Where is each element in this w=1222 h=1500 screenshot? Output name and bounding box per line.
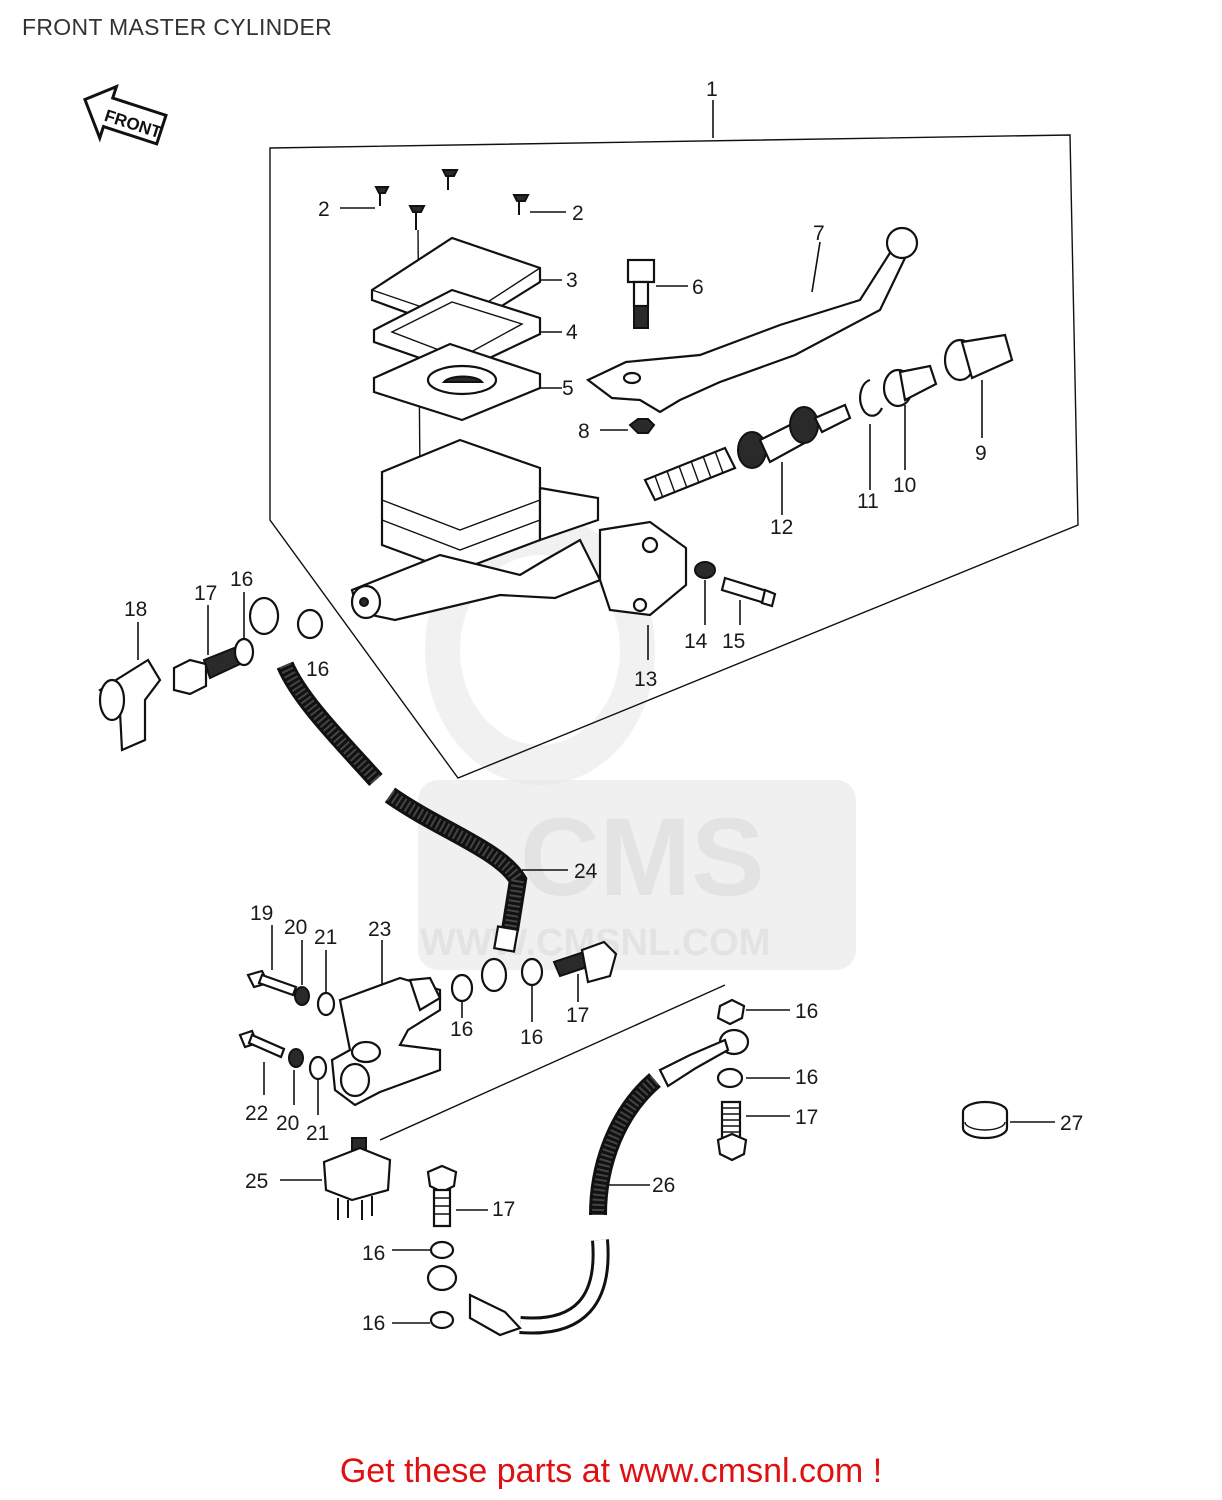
callout: 2 bbox=[318, 198, 330, 221]
callout: 16 bbox=[306, 658, 329, 681]
brake-light-switch bbox=[280, 1137, 392, 1220]
callout: 17 bbox=[492, 1198, 515, 1221]
parts-diagram: CMS WWW.CMSNL.COM FRONT bbox=[82, 78, 1083, 1337]
callout: 22 bbox=[245, 1102, 268, 1125]
watermark: CMS WWW.CMSNL.COM bbox=[418, 515, 856, 970]
clamp-hardware bbox=[647, 561, 777, 660]
callout: 7 bbox=[813, 222, 825, 245]
washer-boot bbox=[882, 364, 938, 470]
callout: 12 bbox=[770, 516, 793, 539]
assembly-outline bbox=[269, 134, 1079, 779]
callout: 21 bbox=[306, 1122, 329, 1145]
callout: 16 bbox=[362, 1312, 385, 1335]
callout: 19 bbox=[250, 902, 273, 925]
upper-brake-hose bbox=[276, 661, 568, 993]
callout: 1 bbox=[706, 78, 718, 101]
pivot-nut bbox=[600, 418, 656, 434]
callout: 20 bbox=[284, 916, 307, 939]
lower-brake-hose bbox=[392, 998, 790, 1337]
banjo-bolt-upper bbox=[172, 592, 324, 696]
callout: 16 bbox=[362, 1242, 385, 1265]
callout: 17 bbox=[566, 1004, 589, 1027]
grommet bbox=[961, 1100, 1055, 1140]
callout: 9 bbox=[975, 442, 987, 465]
callout: 13 bbox=[634, 668, 657, 691]
callout: 25 bbox=[245, 1170, 268, 1193]
junction-banjo-parts bbox=[450, 940, 618, 1022]
callout: 11 bbox=[857, 490, 879, 513]
callout: 5 bbox=[562, 377, 574, 400]
callout: 8 bbox=[578, 420, 590, 443]
callout: 17 bbox=[194, 582, 217, 605]
callout: 16 bbox=[795, 1066, 818, 1089]
callout: 27 bbox=[1060, 1112, 1083, 1135]
page-title: FRONT MASTER CYLINDER bbox=[22, 14, 333, 40]
banjo-cap bbox=[98, 622, 162, 752]
pivot-bolt bbox=[626, 258, 688, 329]
brake-lever bbox=[585, 226, 919, 414]
watermark-text: CMS bbox=[520, 796, 764, 919]
junction-block bbox=[330, 940, 726, 1141]
callout: 2 bbox=[572, 202, 584, 225]
piston-assembly bbox=[643, 403, 852, 515]
callout: 24 bbox=[574, 860, 598, 883]
callout: 23 bbox=[368, 918, 391, 941]
callout: 14 bbox=[684, 630, 708, 653]
callout: 17 bbox=[795, 1106, 818, 1129]
callout: 15 bbox=[722, 630, 745, 653]
callout: 18 bbox=[124, 598, 147, 621]
callout: 4 bbox=[566, 321, 578, 344]
dust-boot bbox=[943, 333, 1014, 438]
callout: 6 bbox=[692, 276, 704, 299]
callout: 3 bbox=[566, 269, 578, 292]
circlip bbox=[859, 378, 883, 490]
mount-bolts bbox=[238, 925, 336, 1115]
master-cylinder-body bbox=[350, 438, 688, 622]
callout-labels: 1 2 2 3 4 5 6 7 8 9 10 11 12 13 14 15 16… bbox=[124, 78, 1083, 1335]
diaphragm bbox=[372, 342, 562, 422]
callout: 10 bbox=[893, 474, 916, 497]
callout: 20 bbox=[276, 1112, 299, 1135]
callout: 16 bbox=[230, 568, 253, 591]
footer-link-text[interactable]: Get these parts at www.cmsnl.com ! bbox=[339, 1452, 883, 1490]
callout: 16 bbox=[450, 1018, 473, 1041]
callout: 21 bbox=[314, 926, 337, 949]
front-arrow: FRONT bbox=[82, 84, 168, 146]
callout: 16 bbox=[520, 1026, 543, 1049]
callout: 16 bbox=[795, 1000, 818, 1023]
callout: 26 bbox=[652, 1174, 675, 1197]
